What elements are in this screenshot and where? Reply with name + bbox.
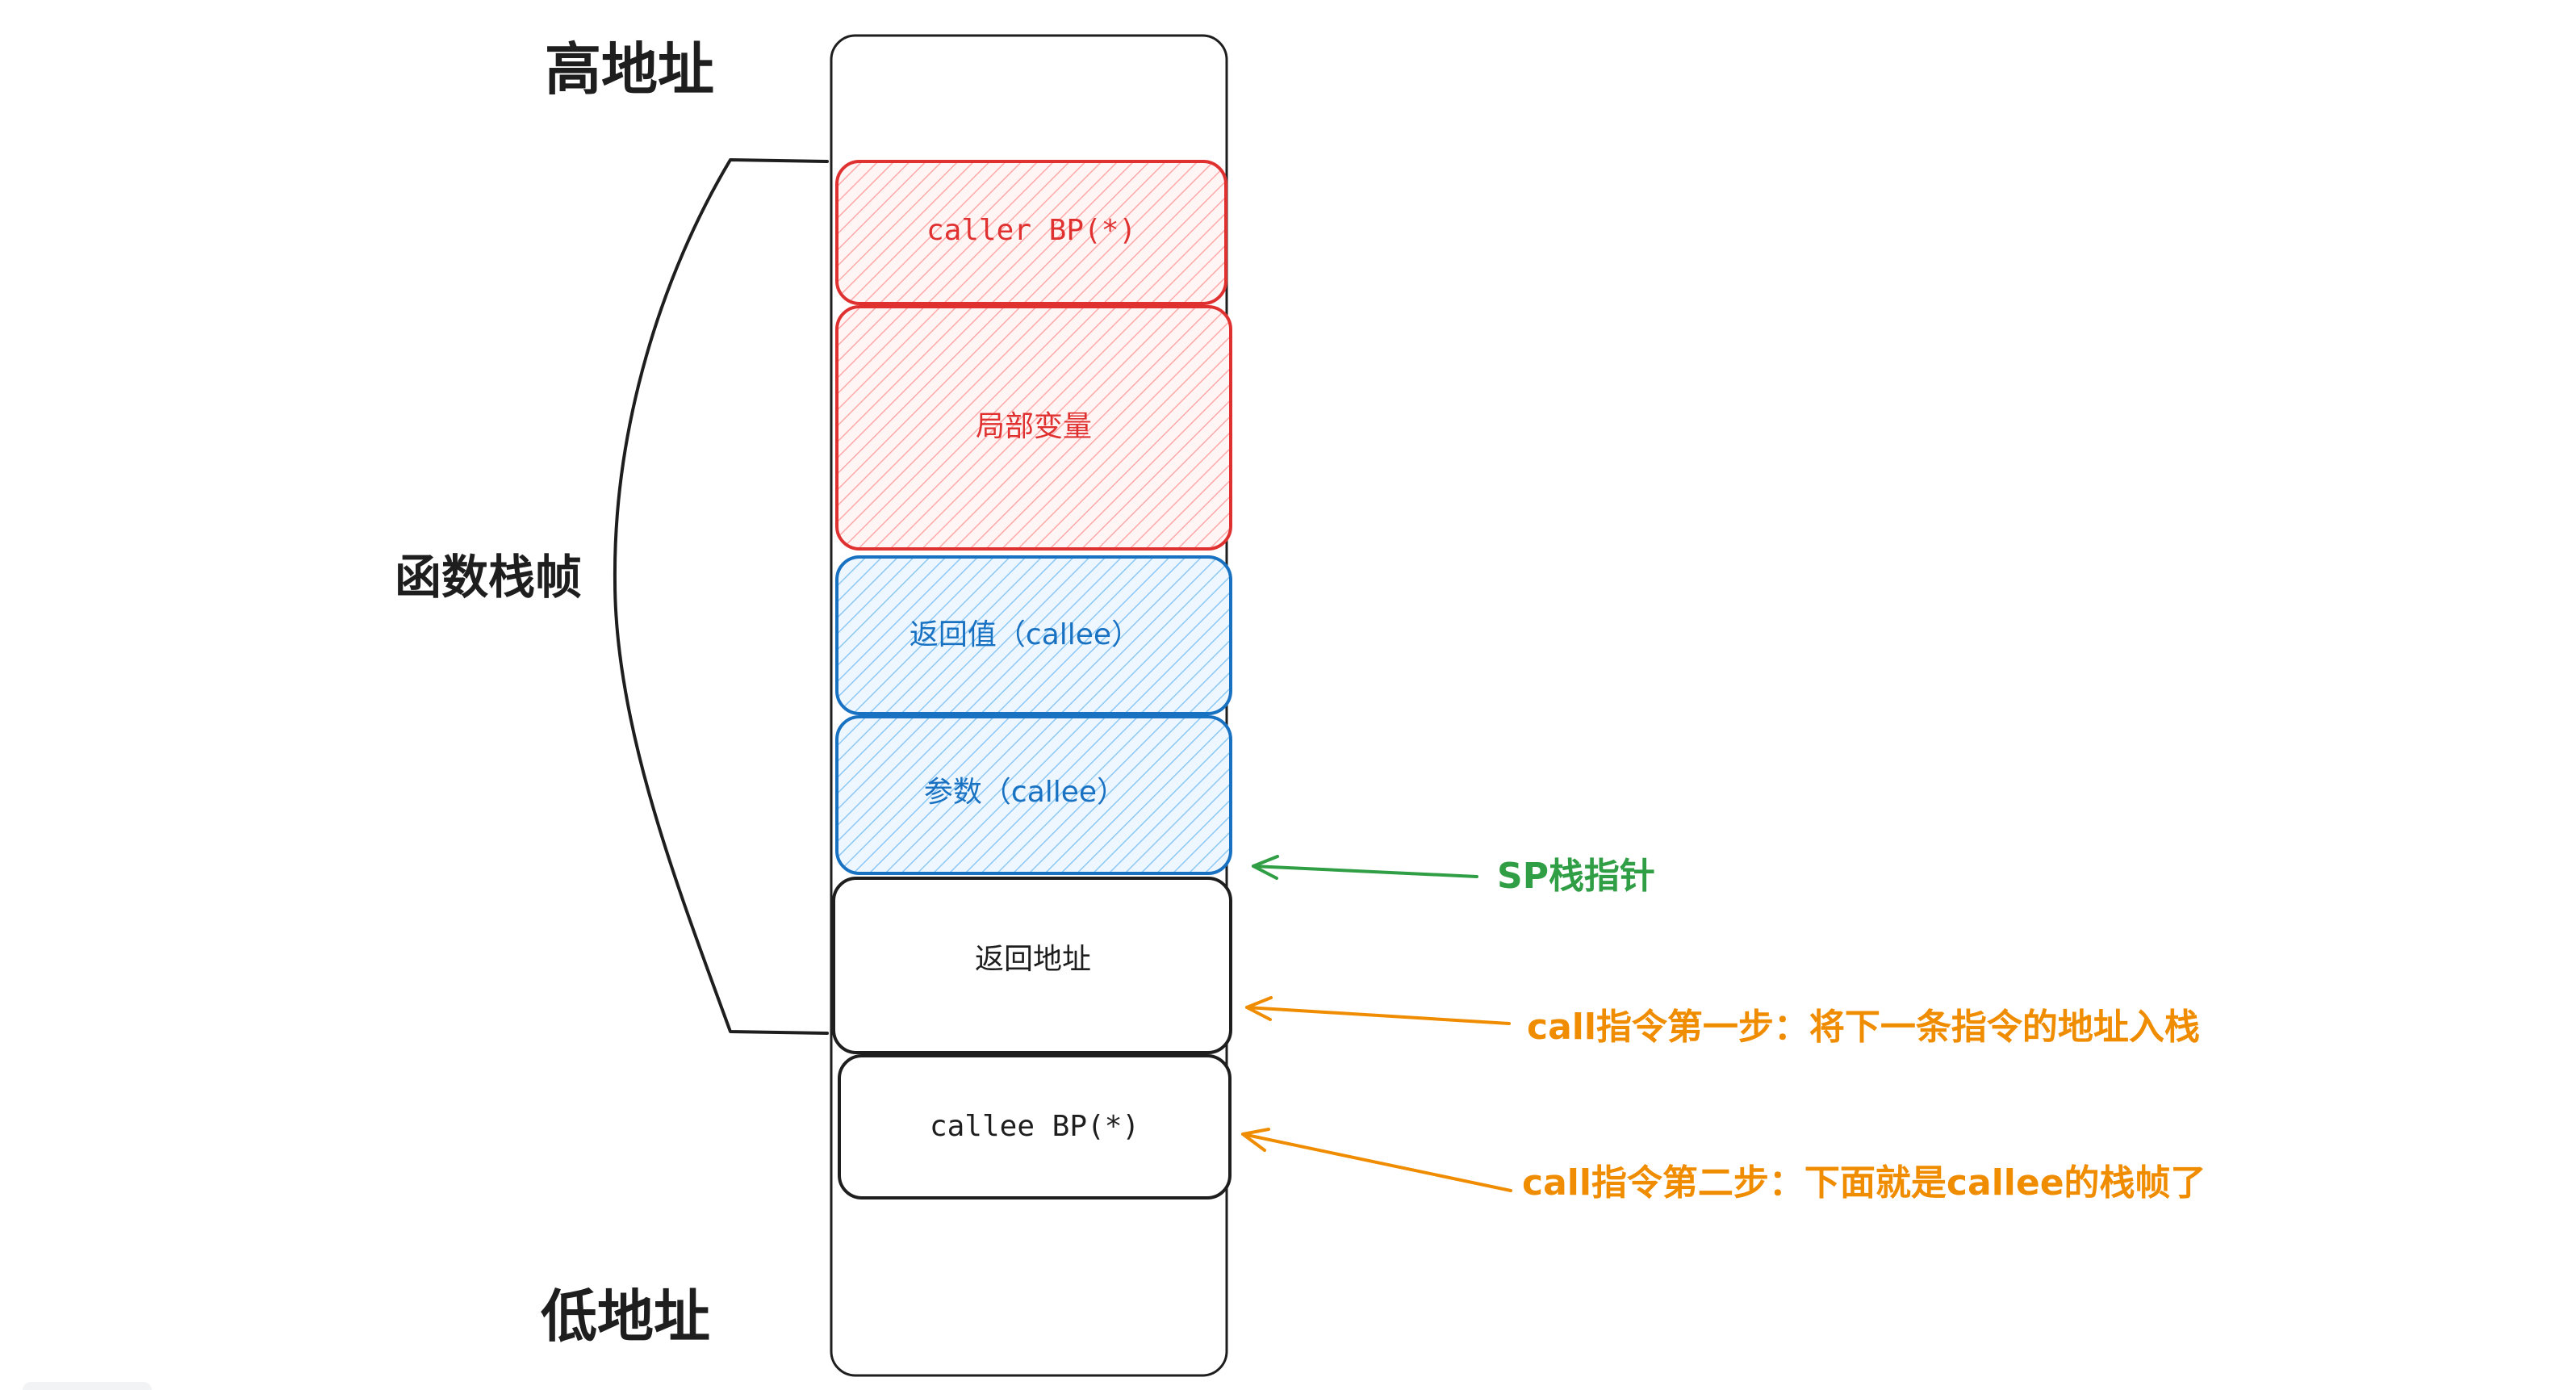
corner-artifact [23, 1382, 152, 1390]
local-vars-label: 局部变量 [976, 410, 1092, 443]
function-frame-bracket [613, 158, 829, 1035]
low-address-label: 低地址 [541, 1283, 710, 1350]
caller-bp-box [835, 160, 1227, 305]
block-return-value: 返回值（callee） [835, 555, 1232, 715]
block-params: 参数（callee） [835, 715, 1232, 875]
block-return-address: 返回地址 [832, 877, 1232, 1054]
sp-pointer-annotation: SP栈指针 [1252, 855, 1655, 897]
return-address-label: 返回地址 [975, 943, 1091, 976]
callee-bp-box [838, 1054, 1232, 1200]
call-step-two-annotation: call指令第二步：下面就是callee的栈帧了 [1241, 1128, 2206, 1204]
local-vars-box [835, 305, 1232, 551]
block-caller-bp: caller BP(*) [835, 160, 1227, 305]
call-step-one-label: call指令第一步：将下一条指令的地址入栈 [1527, 1007, 2200, 1048]
return-value-box [835, 555, 1232, 715]
block-local-vars: 局部变量 [835, 305, 1232, 551]
sp-pointer-arrow [1252, 855, 1478, 880]
return-value-label: 返回值（callee） [910, 618, 1140, 651]
caller-bp-label: caller BP(*) [926, 214, 1136, 247]
call-step-two-label: call指令第二步：下面就是callee的栈帧了 [1522, 1162, 2206, 1204]
params-box [835, 715, 1232, 875]
return-address-box [832, 877, 1232, 1054]
call-step-one-annotation: call指令第一步：将下一条指令的地址入栈 [1245, 996, 2200, 1048]
sp-pointer-label: SP栈指针 [1497, 856, 1655, 897]
callee-bp-label: callee BP(*) [930, 1110, 1140, 1143]
call-step-one-arrow [1245, 996, 1511, 1025]
high-address-label: 高地址 [545, 36, 714, 103]
params-label: 参数（callee） [924, 776, 1126, 809]
function-frame-label: 函数栈帧 [395, 550, 582, 605]
block-callee-bp: callee BP(*) [838, 1054, 1232, 1200]
call-step-two-arrow [1241, 1128, 1512, 1192]
